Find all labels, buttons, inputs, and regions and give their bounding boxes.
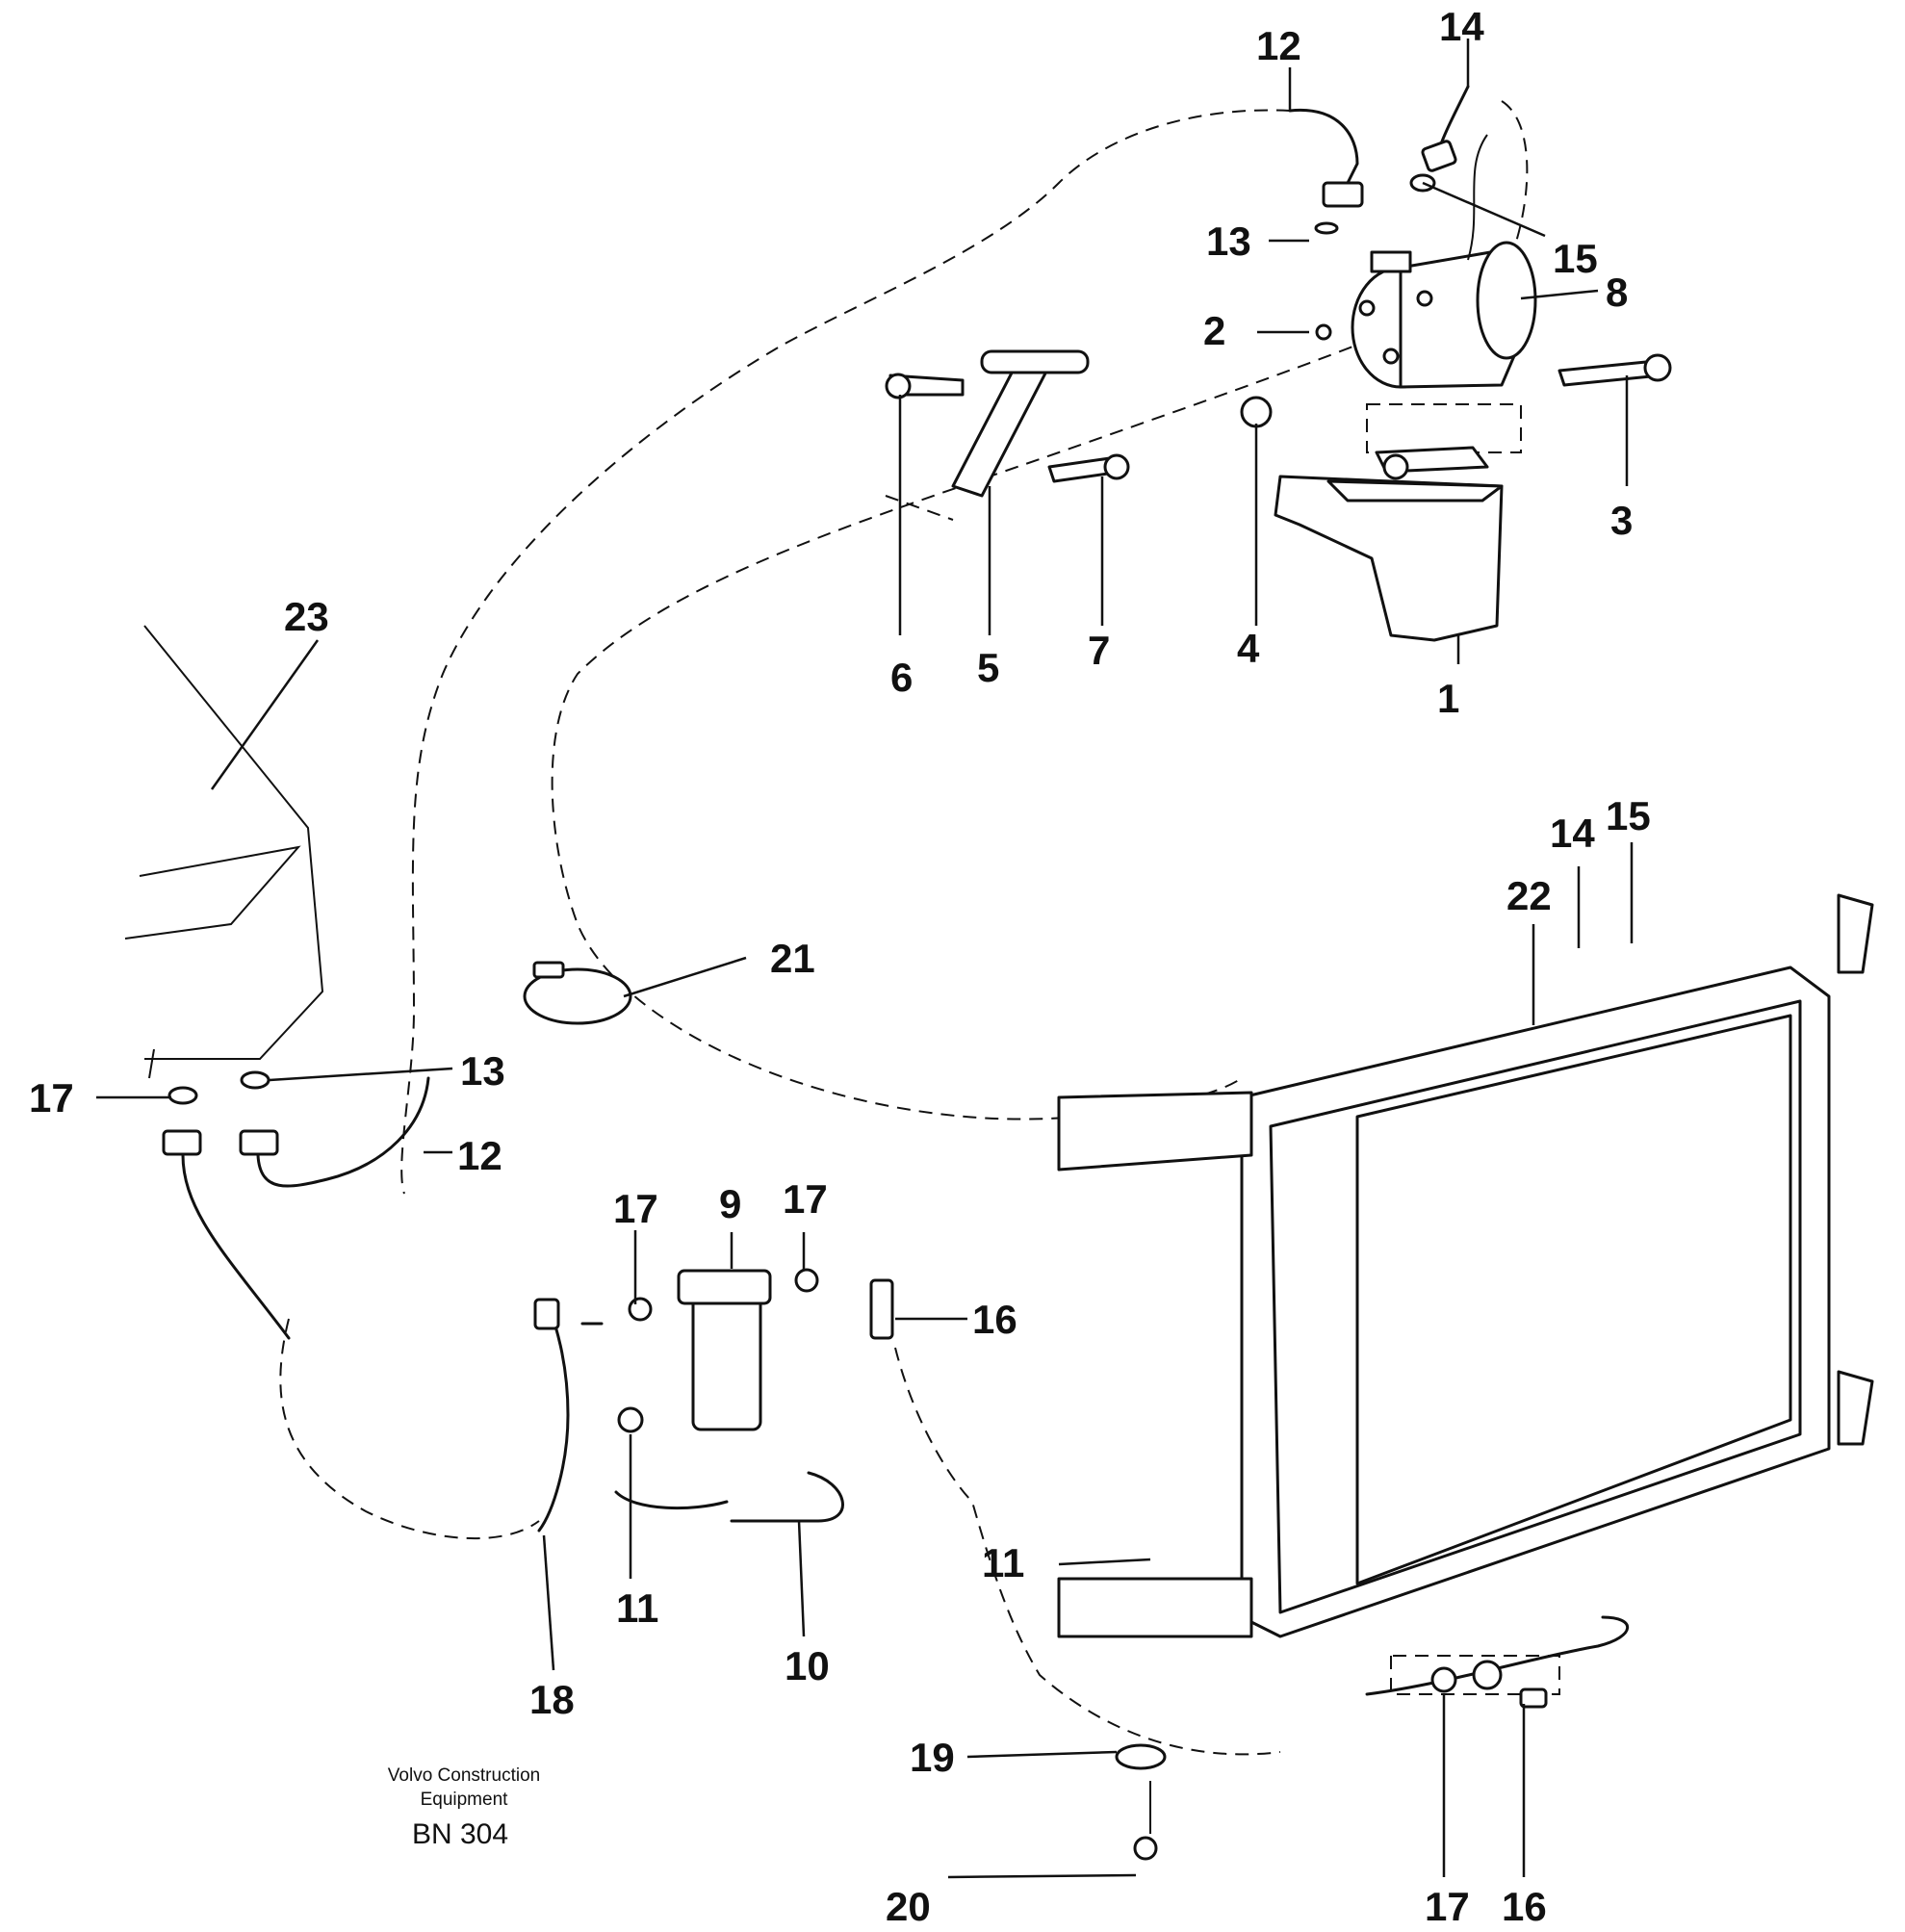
caption-code: BN 304 (412, 1818, 508, 1850)
cab-hoses (162, 1070, 430, 1340)
callout-15-condenser: 15 (1606, 793, 1651, 838)
callout-12-compressor: 12 (1256, 23, 1301, 68)
callout-14-compressor: 14 (1439, 4, 1484, 49)
caption-company: Volvo Construction (388, 1765, 540, 1786)
condenser (1057, 893, 1874, 1638)
callout-2: 2 (1203, 308, 1225, 353)
callout-11-drier: 11 (616, 1585, 658, 1631)
callout-18: 18 (529, 1677, 575, 1722)
callout-14-condenser: 14 (1550, 811, 1595, 856)
callout-21: 21 (770, 936, 815, 981)
callout-13-cab: 13 (460, 1048, 505, 1094)
callout-10: 10 (785, 1643, 830, 1688)
callout-17-drier-left: 17 (613, 1186, 658, 1231)
callout-16-drier: 16 (972, 1297, 1017, 1342)
callout-6: 6 (890, 655, 913, 700)
callout-17-cab: 17 (29, 1075, 74, 1121)
callout-12-cab: 12 (457, 1133, 502, 1178)
caption-company-line2: Equipment (421, 1790, 509, 1810)
callout-1: 1 (1437, 676, 1459, 721)
callout-19: 19 (910, 1735, 955, 1780)
callout-9: 9 (719, 1181, 741, 1226)
callout-20: 20 (886, 1884, 931, 1929)
callout-17-drier-right: 17 (783, 1176, 828, 1222)
callout-11-condenser: 11 (982, 1540, 1024, 1585)
clamps (523, 961, 1630, 1861)
compressor-bracket (1274, 446, 1504, 642)
callout-23: 23 (284, 594, 329, 639)
compressor (1315, 241, 1537, 389)
callout-7: 7 (1088, 628, 1110, 673)
callout-5: 5 (977, 645, 999, 690)
receiver-drier (533, 1268, 894, 1533)
upper-hoses (1288, 85, 1488, 261)
callout-3: 3 (1610, 498, 1633, 543)
callout-16-bottom: 16 (1502, 1884, 1547, 1929)
callout-4: 4 (1237, 626, 1260, 671)
cab-body-corner (124, 625, 324, 1079)
callout-13-compressor: 13 (1206, 219, 1251, 264)
callout-22: 22 (1506, 873, 1552, 918)
caption: Volvo Construction Equipment BN 304 (388, 1765, 540, 1850)
tension-arm (885, 349, 1672, 498)
leader-lines (96, 39, 1634, 1879)
callout-15-compressor: 15 (1553, 236, 1598, 281)
callout-17-bottom: 17 (1425, 1884, 1470, 1929)
callout-numbers: 1 2 3 4 5 6 7 8 9 10 11 11 12 12 13 13 1… (29, 4, 1651, 1929)
callout-8: 8 (1606, 270, 1628, 315)
